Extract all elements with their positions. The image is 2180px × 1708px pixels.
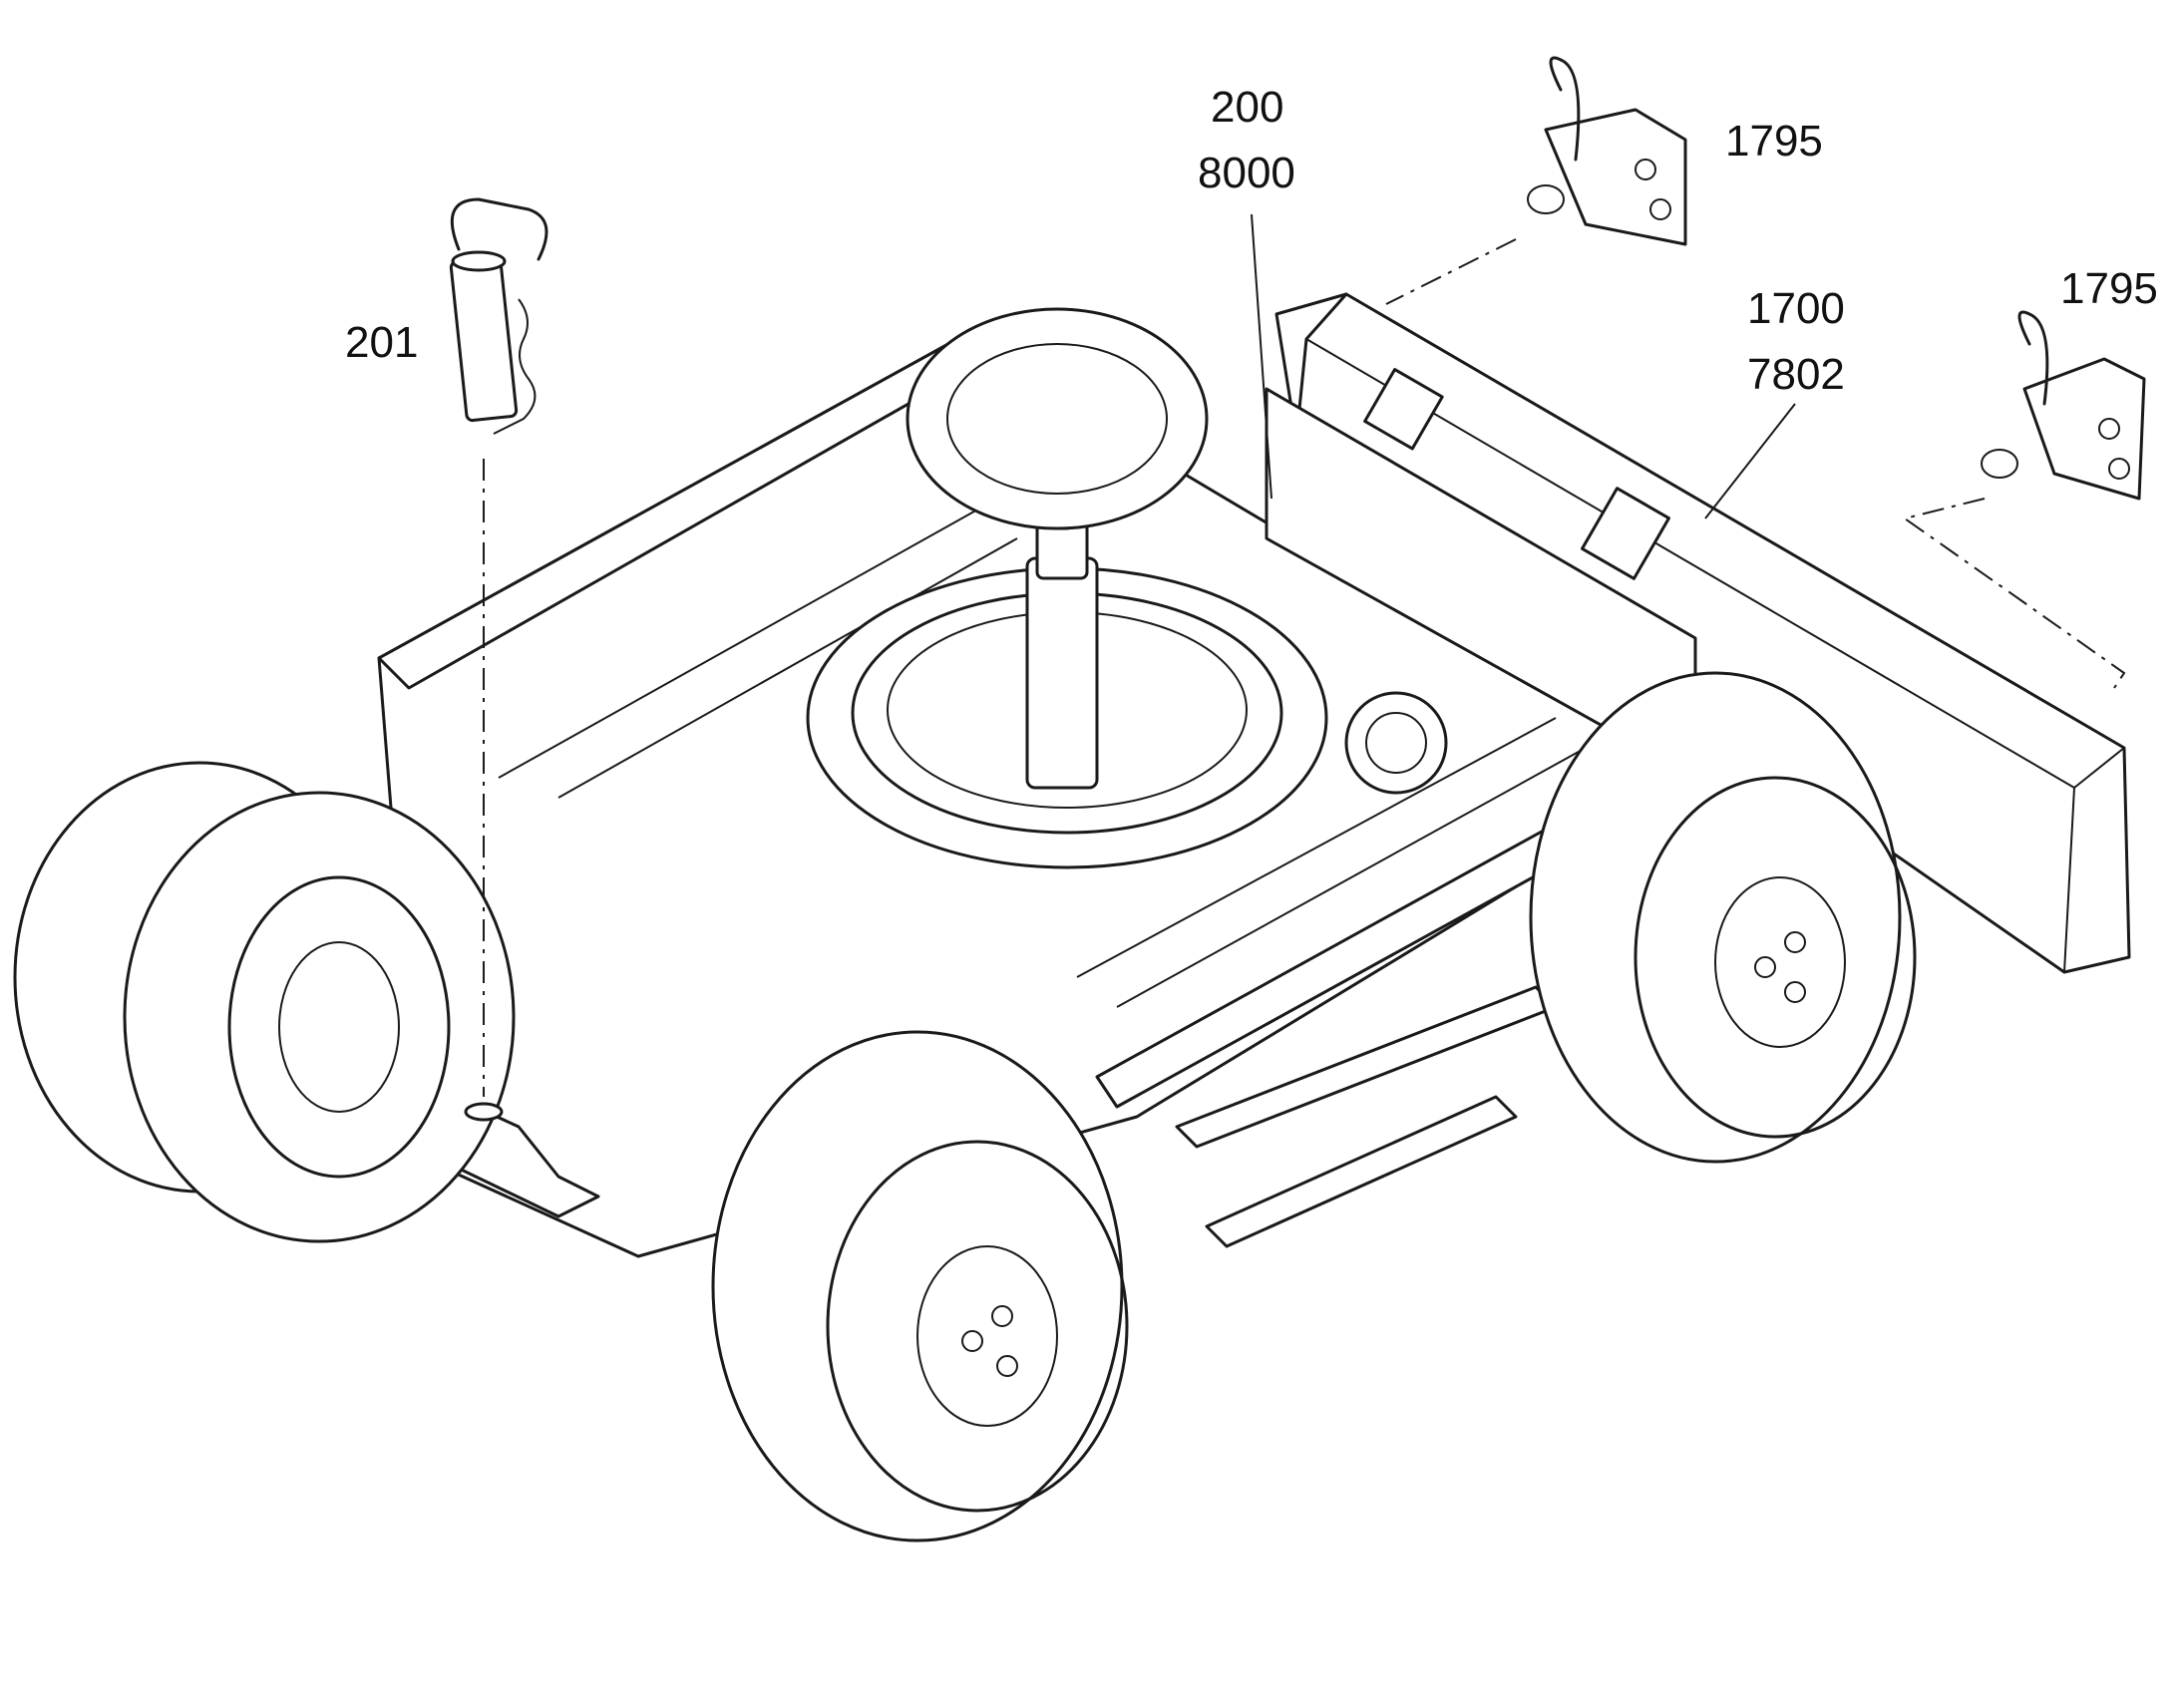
callout-1795-top: 1795 xyxy=(1725,117,1823,166)
wheel-icon xyxy=(13,761,516,1243)
leader-line-1700 xyxy=(1704,403,1796,519)
callout-8000: 8000 xyxy=(1198,149,1295,197)
blade-clip-icon xyxy=(1902,310,2146,689)
wheel-icon xyxy=(1529,671,1917,1164)
hitch-pin-icon xyxy=(449,197,548,1122)
callout-1700: 1700 xyxy=(1747,284,1845,333)
slewing-ring-icon xyxy=(806,507,1448,869)
leader-line-200 xyxy=(1251,213,1272,500)
dozer-blade-icon xyxy=(1274,292,2131,974)
wheel-icon xyxy=(711,1030,1129,1542)
blade-clip-icon xyxy=(1385,56,1687,305)
callout-201: 201 xyxy=(345,318,419,367)
callout-200: 200 xyxy=(1211,83,1284,132)
wheel-icon xyxy=(906,307,1209,530)
callout-7802: 7802 xyxy=(1747,350,1845,399)
callout-1795-right: 1795 xyxy=(2060,264,2158,313)
